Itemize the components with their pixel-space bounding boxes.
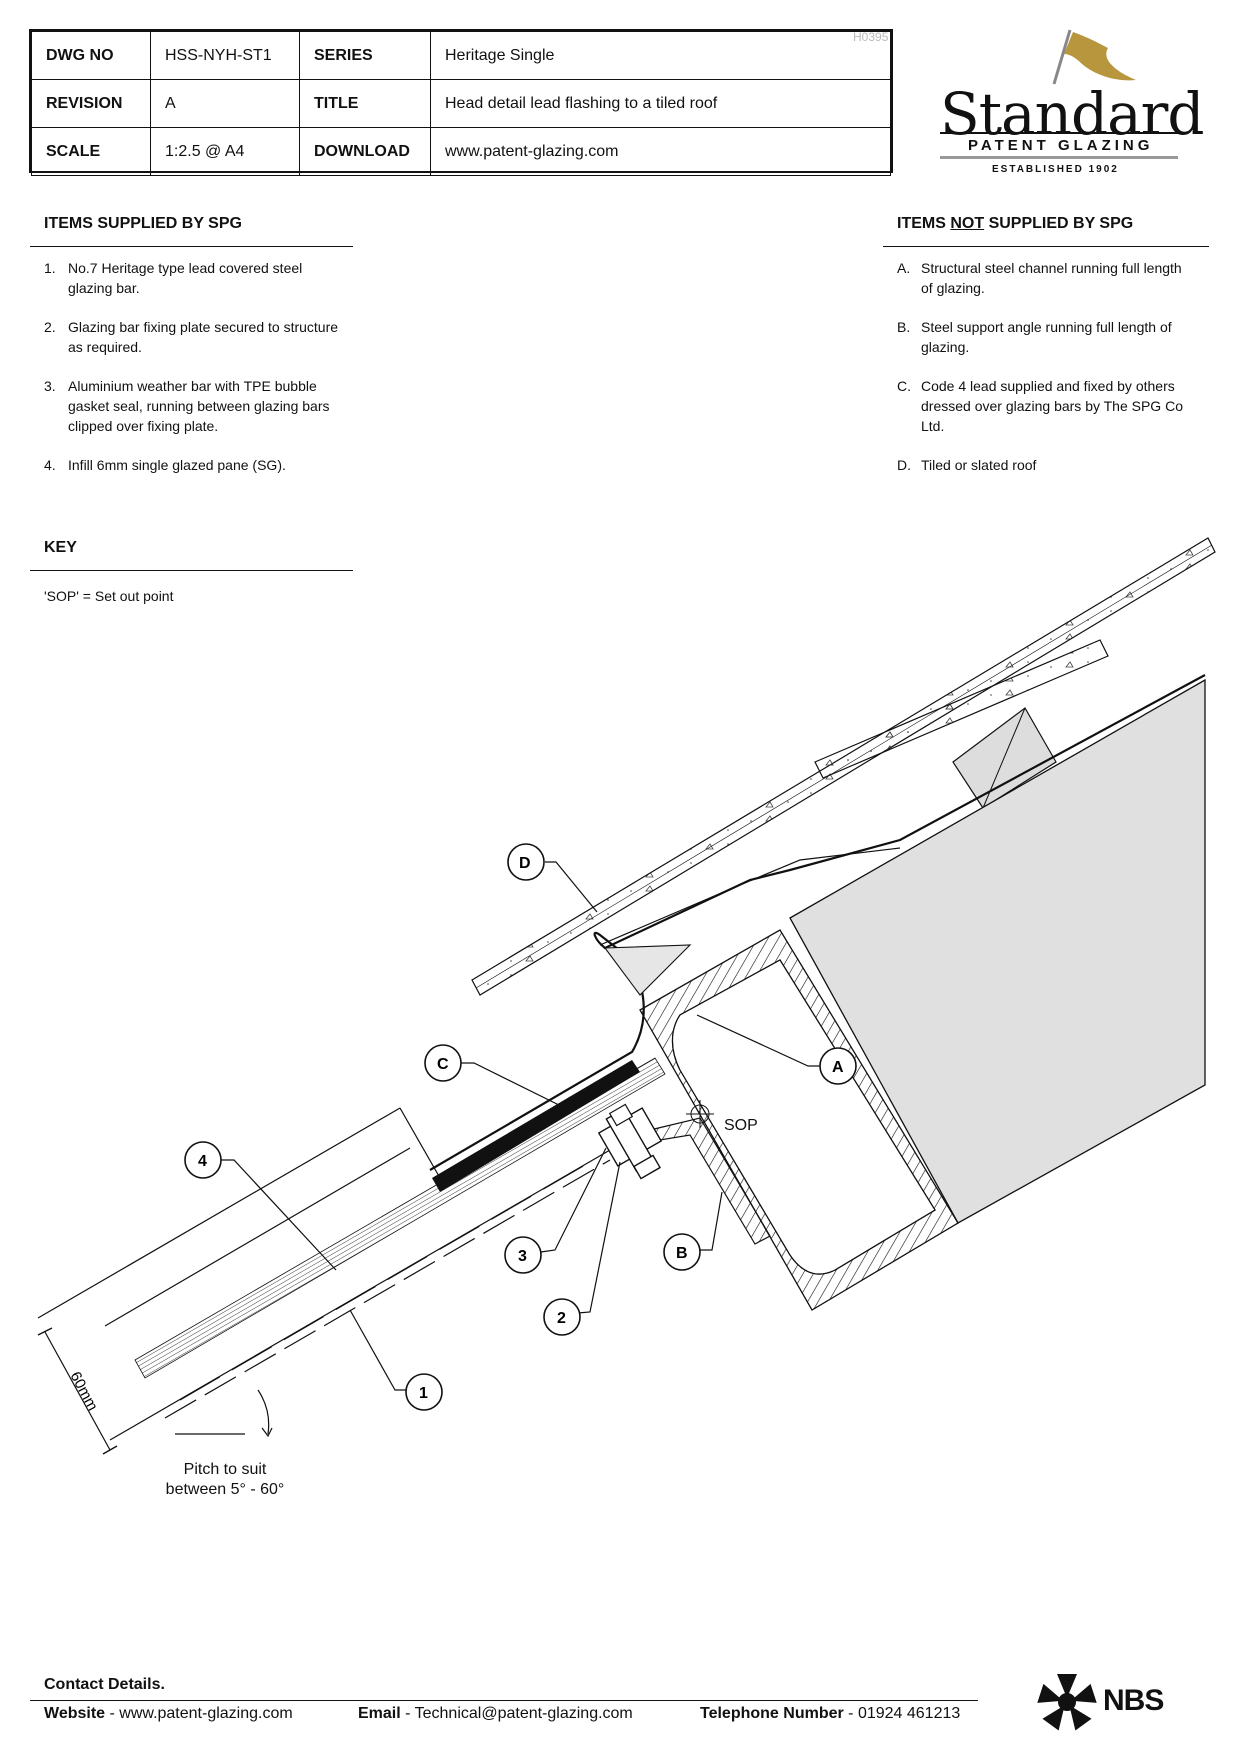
list-item: D.Tiled or slated roof [897, 457, 1037, 473]
glazing-bar-line [164, 1159, 611, 1419]
list-item: B.Steel support angle running full lengt… [897, 319, 1172, 355]
dimension-label: 60mm [66, 1369, 101, 1414]
footer-phone: Telephone Number - 01924 461213 [700, 1705, 961, 1722]
roof-rafter [789, 678, 1206, 1224]
dwg-no-value: HSS-NYH-ST1 [150, 31, 300, 80]
callout-a: A [819, 1047, 857, 1085]
flag-icon [1052, 29, 1136, 85]
svg-text:1: 1 [419, 1385, 428, 1402]
list-item: 1.No.7 Heritage type lead covered steel … [44, 260, 303, 296]
key-heading: KEY [44, 539, 77, 556]
footer-rule [30, 1700, 978, 1701]
weather-bar-clip [608, 1103, 634, 1127]
title-block: DWG NO HSS-NYH-ST1 SERIES Heritage Singl… [29, 29, 893, 176]
scale-value: 1:2.5 @ A4 [150, 127, 300, 176]
title-value: Head detail lead flashing to a tiled roo… [430, 79, 891, 128]
glass-pane-edge [104, 1147, 411, 1327]
sop-label: SOP [724, 1117, 758, 1134]
website-link[interactable]: www.patent-glazing.com [119, 1705, 293, 1722]
logo-divider [940, 156, 1178, 159]
reference-code: H0395 [853, 30, 889, 44]
dimension-line [44, 1331, 111, 1451]
flashing-wedge [603, 944, 692, 996]
glass-pane-end [399, 1107, 441, 1179]
download-label: DOWNLOAD [299, 127, 431, 176]
callout-3: 3 [504, 1236, 542, 1274]
list-item: C.Code 4 lead supplied and fixed by othe… [897, 378, 1183, 434]
svg-text:4: 4 [198, 1153, 207, 1170]
svg-text:A: A [832, 1059, 844, 1076]
supplied-heading: ITEMS SUPPLIED BY SPG [44, 215, 242, 232]
logo-divider [940, 132, 1178, 134]
logo-subtitle: PATENT GLAZING [968, 137, 1154, 154]
key-rule [30, 570, 353, 571]
logo-wordmark: Standard [940, 80, 1205, 148]
phone-number: 01924 461213 [857, 1705, 961, 1722]
not-supplied-rule [883, 246, 1209, 247]
dimension-tick [37, 1327, 53, 1336]
leader-line-4 [221, 1159, 337, 1271]
list-item: 4.Infill 6mm single glazed pane (SG). [44, 457, 286, 473]
steel-channel-inner [671, 959, 936, 1275]
list-item: 3.Aluminium weather bar with TPE bubble … [44, 378, 330, 434]
set-out-point-marker [686, 1100, 714, 1128]
not-supplied-list: A.Structural steel channel running full … [897, 258, 1197, 494]
bolt-nut [633, 1154, 661, 1180]
footer-website: Website - www.patent-glazing.com [44, 1705, 293, 1722]
glazing-bar-hatch [134, 1057, 666, 1379]
svg-text:D: D [519, 855, 531, 872]
svg-text:C: C [437, 1056, 449, 1073]
scale-label: SCALE [31, 127, 151, 176]
callout-4: 4 [184, 1141, 222, 1179]
supplied-rule [30, 246, 353, 247]
dimension-tick [102, 1445, 118, 1455]
callout-c: C [424, 1044, 462, 1082]
nbs-logo: NBS [1035, 1670, 1165, 1736]
standard-patent-glazing-logo: Standard PATENT GLAZING ESTABLISHED 1902 [930, 24, 1205, 184]
logo-established: ESTABLISHED 1902 [992, 164, 1119, 175]
download-link[interactable]: www.patent-glazing.com [430, 127, 891, 176]
title-label: TITLE [299, 79, 431, 128]
glazing-bar-line [179, 1161, 591, 1401]
list-item: A.Structural steel channel running full … [897, 260, 1182, 296]
svg-text:B: B [676, 1245, 688, 1262]
pitch-label: Pitch to suit between 5° - 60° [165, 1461, 285, 1498]
key-text: 'SOP' = Set out point [44, 588, 174, 604]
leader-line-d [545, 861, 598, 913]
nbs-flower-icon [1037, 1674, 1097, 1731]
pitch-arrow [261, 1427, 273, 1438]
nbs-wordmark: NBS [1103, 1684, 1164, 1717]
svg-text:2: 2 [557, 1310, 566, 1327]
not-supplied-heading: ITEMS NOT SUPPLIED BY SPG [897, 215, 1134, 232]
roof-tile-upper [814, 639, 1109, 779]
lead-flashing-top [599, 847, 901, 946]
callout-b: B [663, 1233, 701, 1271]
supplied-list: 1.No.7 Heritage type lead covered steel … [44, 258, 344, 494]
list-item: 2.Glazing bar fixing plate secured to st… [44, 319, 339, 355]
callout-2: 2 [543, 1298, 581, 1336]
pitch-arc [257, 1389, 270, 1435]
leader-line-b [700, 1191, 723, 1251]
leader-line-1 [349, 1309, 406, 1391]
leader-line-3 [540, 1147, 607, 1253]
leader-line-c [461, 1062, 566, 1109]
callout-1: 1 [405, 1373, 443, 1411]
email-link[interactable]: Technical@patent-glazing.com [414, 1705, 633, 1722]
leader-line-2 [577, 1161, 621, 1314]
contact-heading: Contact Details. [44, 1676, 165, 1693]
svg-text:3: 3 [518, 1248, 527, 1265]
callout-d: D [507, 843, 545, 881]
leader-line-a [696, 1014, 820, 1067]
glass-pane-edge [37, 1107, 401, 1319]
footer-email: Email - Technical@patent-glazing.com [358, 1705, 633, 1722]
